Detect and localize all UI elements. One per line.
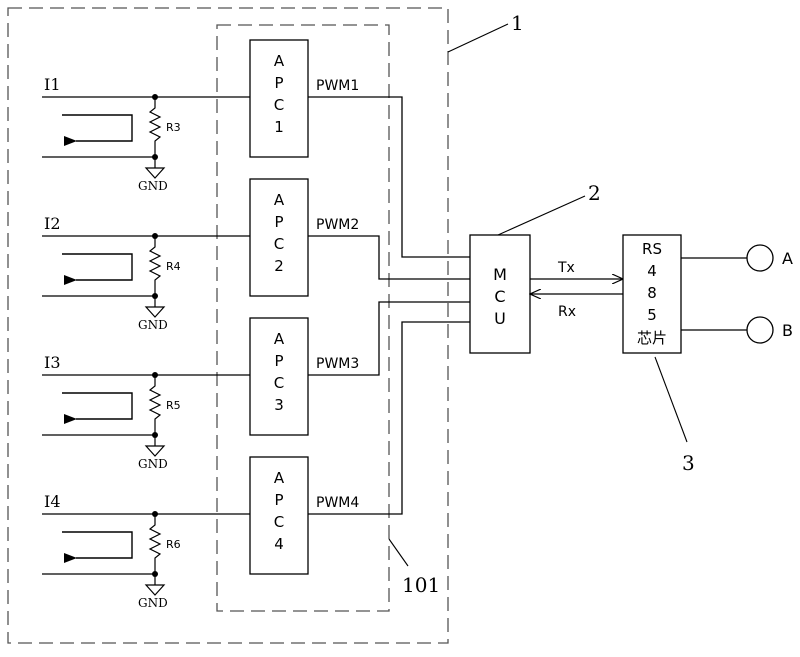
apc-label: C [274,96,284,114]
terminal-a-label: A [782,249,793,268]
ground-icon [144,584,166,596]
current-loop-arrow [62,253,133,285]
apc-block [249,39,309,158]
input-label: I4 [44,492,61,511]
rs485-label: 芯片 [637,329,667,347]
pwm4-wire [308,321,470,515]
apc-label: C [274,374,284,392]
input-label: I3 [44,353,61,372]
channel-2: I2 R4 GND A P C 2 PWM2 [42,178,359,332]
apc-label: 2 [274,257,284,275]
apc-label: 4 [274,535,284,553]
callout-leader [654,356,688,443]
resistor-label: R5 [166,399,181,412]
resistor [148,97,162,157]
ground-icon [144,445,166,457]
pwm-label: PWM3 [316,356,359,372]
apc-block [249,456,309,575]
rs485-label: 8 [647,284,657,302]
rs485-label: 4 [647,262,657,280]
ground-label: GND [138,318,168,332]
apc-label: 3 [274,396,284,414]
resistor-label: R3 [166,121,181,134]
pwm2-wire [308,235,470,280]
mcu-label: U [494,309,506,328]
terminal-b-label: B [782,321,793,340]
channel-3: I3 R5 GND A P C 3 PWM3 [42,317,359,471]
callout-3: 3 [682,451,695,475]
current-loop-arrow [62,531,133,563]
apc-label: C [274,235,284,253]
tx-label: Tx [557,260,575,276]
callout-2: 2 [588,181,601,205]
resistor-label: R4 [166,260,181,273]
ground-label: GND [138,596,168,610]
ground-icon [144,167,166,179]
pwm-label: PWM4 [316,495,359,511]
rs485-label: RS [642,240,662,258]
input-label: I1 [44,75,61,94]
apc-label: A [274,191,285,209]
apc-block [249,178,309,297]
input-label: I2 [44,214,61,233]
inner-dashed-box [216,24,390,612]
apc-label: A [274,330,285,348]
mcu-label: M [493,265,507,284]
rs485-label: 5 [647,306,657,324]
callout-leader [447,23,509,53]
current-loop-arrow [62,114,133,146]
pwm-label: PWM1 [316,78,359,94]
pwm-label: PWM2 [316,217,359,233]
apc-label: 1 [274,118,284,136]
channel-1: I1 R3 GND A P C 1 PWM1 [42,39,359,193]
outer-dashed-box [7,7,449,644]
ground-icon [144,306,166,318]
callout-leader [497,195,586,236]
channel-4: I4 R6 GND A P C 4 PWM4 [42,456,359,610]
apc-label: P [274,213,283,231]
callout-101: 101 [402,573,440,597]
callout-leader [388,538,409,567]
ground-label: GND [138,179,168,193]
current-loop-arrow [62,392,133,424]
mcu-block [469,234,531,354]
resistor [148,236,162,296]
apc-label: P [274,352,283,370]
terminal-b [746,316,774,344]
resistor [148,375,162,435]
resistor [148,514,162,574]
mcu-label: C [494,287,505,306]
pwm3-wire [308,301,470,376]
pwm1-wire [308,96,470,258]
apc-label: A [274,469,285,487]
ground-label: GND [138,457,168,471]
apc-label: C [274,513,284,531]
callout-1: 1 [511,11,524,35]
terminal-a [746,244,774,272]
apc-label: P [274,74,283,92]
apc-block [249,317,309,436]
rx-label: Rx [558,304,576,320]
resistor-label: R6 [166,538,181,551]
apc-label: P [274,491,283,509]
rs485-chip [622,234,682,354]
apc-label: A [274,52,285,70]
